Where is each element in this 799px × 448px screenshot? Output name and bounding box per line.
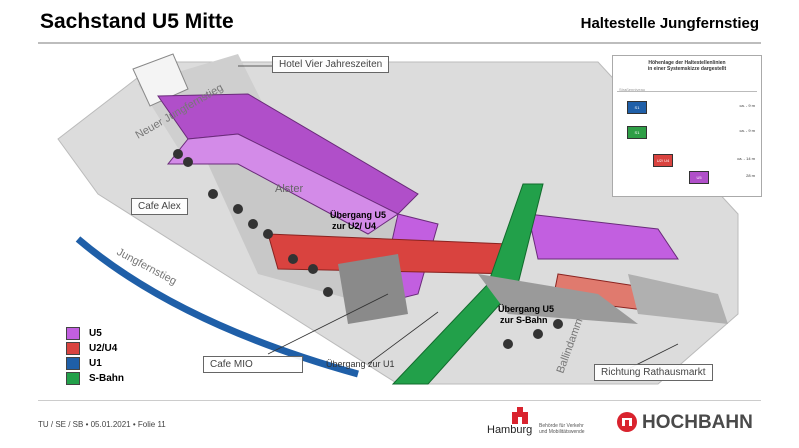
footer-divider [38,400,761,401]
page-title: Sachstand U5 Mitte [40,10,234,33]
behoerde-line1: Behörde für Verkehr [539,423,584,429]
label-uebergang-sbahn-line1: Übergang U5 [498,304,554,314]
inset-ground-line [617,91,757,92]
legend: U5 U2/U4 U1 S-Bahn [66,326,124,386]
hochbahn-wordmark: HOCHBAHN [642,412,753,433]
label-uebergang-u2-line2: zur U2/ U4 [332,221,376,231]
hochbahn-emblem-icon [617,412,637,432]
behoerde-line2: und Mobilitätswende [539,429,585,435]
legend-item-u2u4: U2/U4 [66,341,124,356]
callout-cafe-alex: Cafe Alex [131,198,188,215]
header-divider [38,42,761,44]
page-subtitle: Haltestelle Jungfernstieg [580,15,759,32]
hochbahn-logo: HOCHBAHN [614,406,764,440]
u1-track [75,236,359,378]
inset-level-box: U2/ U4 [653,154,673,167]
footer-text: TU / SE / SB • 05.01.2021 • Folie 11 [38,420,166,429]
building-hotel [132,53,189,107]
hamburg-castle-icon [512,407,528,424]
pointer-cafe-mio [267,293,389,355]
station-diagram: Neuer Jungfernstieg Alster Jungfernstieg… [57,53,739,385]
inset-title-line2: in einer Systemskizze dargestellt [647,66,727,72]
depth-inset: Höhenlage der Haltestellenlinien in eine… [612,55,762,197]
grey-ramp [478,274,638,324]
legend-swatch-sbahn [66,372,80,385]
inset-title-line1: Höhenlage der Haltestellenlinien [648,60,726,66]
tree-group [173,149,563,349]
label-uebergang-u2-line1: Übergang U5 [330,210,386,220]
callout-cafe-mio: Cafe MIO [203,356,303,373]
inset-level-depth: 28 m [746,173,755,178]
inset-level-depth: ca. - 14 m [737,156,755,161]
legend-swatch-u2u4 [66,342,80,355]
label-alster: Alster [275,183,303,195]
legend-label-u2u4: U2/U4 [89,343,118,354]
inset-level-depth: ca. - 9 m [739,103,755,108]
legend-label-sbahn: S-Bahn [89,373,124,384]
legend-swatch-u5 [66,327,80,340]
legend-swatch-u1 [66,357,80,370]
u5-east [527,213,679,260]
legend-item-sbahn: S-Bahn [66,371,124,386]
callout-rathausmarkt: Richtung Rathausmarkt [594,364,713,381]
label-jungfernstieg: Jungfernstieg [115,246,179,288]
callout-hotel: Hotel Vier Jahreszeiten [272,56,390,73]
pointer-u1 [367,311,439,365]
inset-level-box: S1 [627,126,647,139]
inset-level-box: U5 [689,171,709,184]
u5-tunnel-side [166,133,399,235]
hamburg-logo: Hamburg Behörde für Verkehr und Mobilitä… [487,404,607,438]
grey-concourse [338,254,408,324]
legend-item-u1: U1 [66,356,124,371]
inset-level-box: S1 [627,101,647,114]
label-uebergang-u1: Übergang zur U1 [326,359,395,369]
inset-ground-label: Straßenniveau [619,87,646,92]
inset-level-depth: ca. - 9 m [739,128,755,133]
hamburg-wordmark: Hamburg [487,424,533,436]
legend-item-u5: U5 [66,326,124,341]
label-uebergang-sbahn-line2: zur S-Bahn [500,315,548,325]
legend-label-u5: U5 [89,328,102,339]
grey-east [628,274,728,324]
legend-label-u1: U1 [89,358,102,369]
